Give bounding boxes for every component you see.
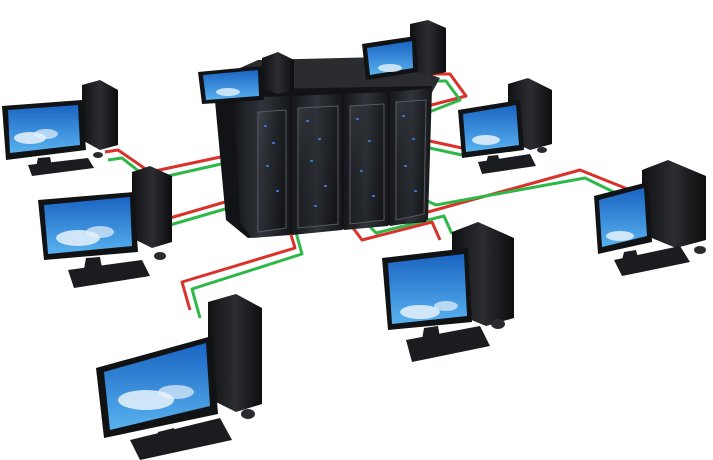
desktop-computer-icon (38, 166, 172, 288)
desktop-computer-icon (96, 294, 262, 460)
desktop-computer-icon (362, 20, 446, 80)
server-unit (344, 92, 388, 230)
desktop-computer-icon (594, 160, 706, 276)
desktop-computer-icon (382, 222, 514, 362)
cable-red (424, 138, 463, 150)
server-rack-icon (208, 57, 440, 238)
cable-green (190, 217, 304, 319)
cable-red (104, 148, 231, 174)
desktop-computer-icon (2, 80, 118, 176)
server-unit (234, 96, 290, 238)
server-unit (292, 94, 342, 235)
desktop-computer-icon (198, 52, 294, 104)
cable-green (424, 145, 463, 157)
server-status-lights (264, 115, 417, 207)
desktop-computer-icon (458, 78, 552, 174)
cable-red (169, 198, 233, 220)
server-unit (390, 88, 432, 226)
cable-green (169, 205, 233, 227)
cable-green (107, 156, 231, 182)
